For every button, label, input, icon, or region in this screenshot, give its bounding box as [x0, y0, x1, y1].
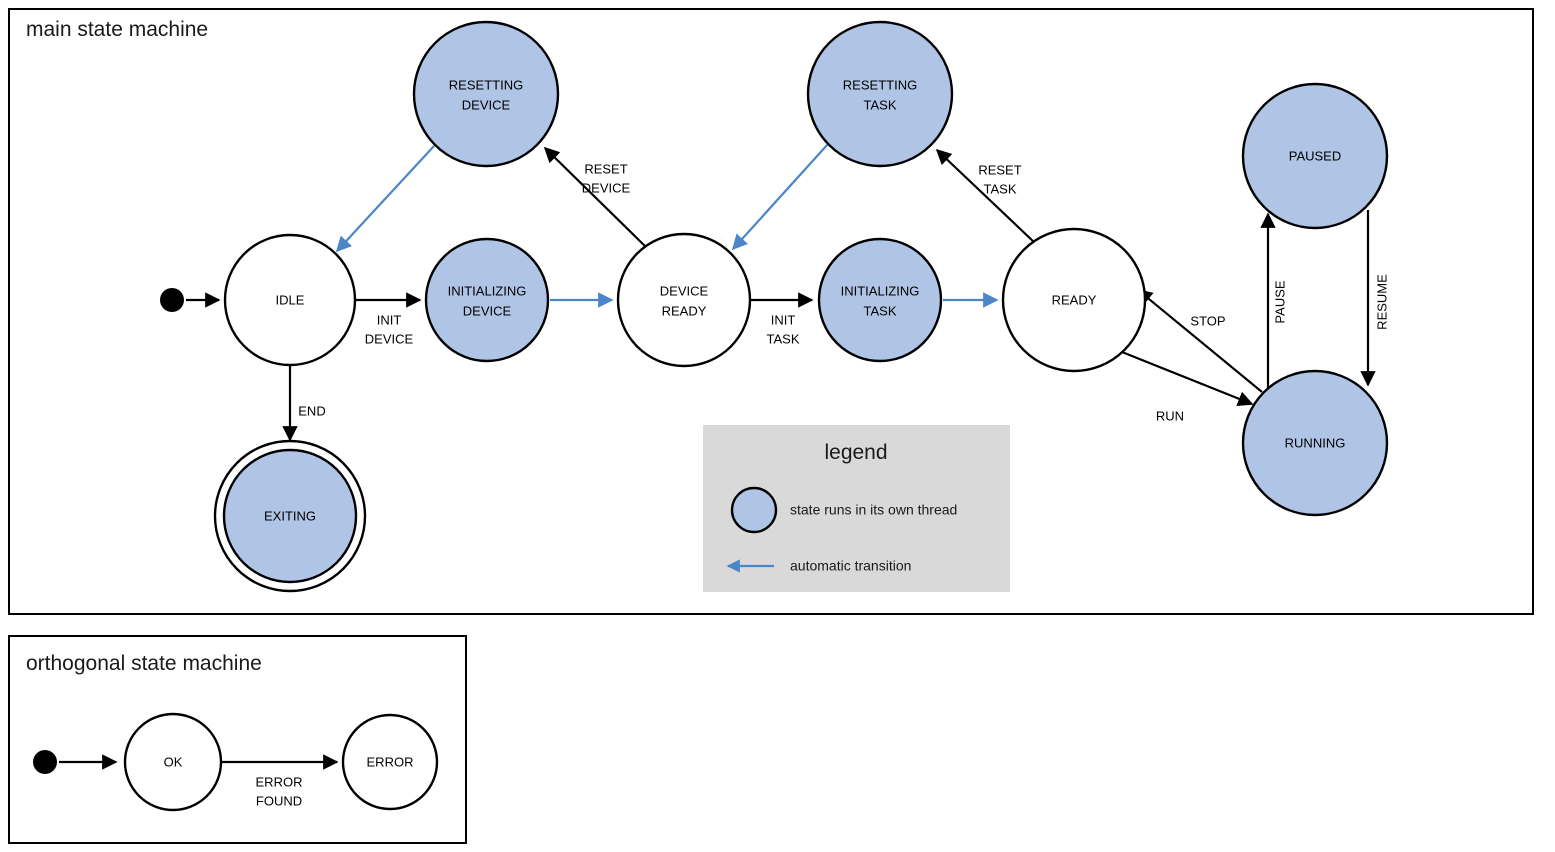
state-circle-ok[interactable] — [123, 712, 223, 812]
state-ok[interactable]: OK — [123, 712, 223, 812]
main-state-machine-region: main state machine INIT DEVICE RESET DEV… — [8, 8, 1534, 615]
edge-label-stop: STOP — [1190, 313, 1225, 328]
start-marker-main — [160, 288, 184, 312]
transition-ready-to-resetting-task: RESET TASK — [935, 148, 1036, 244]
state-resetting-device[interactable]: RESETTING DEVICE — [412, 20, 560, 168]
legend-thread-state-circle-icon — [730, 486, 778, 534]
transition-idle-to-initializing-device: INIT DEVICE — [355, 292, 422, 346]
edge-label-init-device-line2: DEVICE — [365, 331, 414, 346]
state-circle-exiting-inner[interactable] — [222, 448, 358, 584]
state-label-resetting-task-line1: RESETTING — [843, 77, 917, 92]
transition-paused-to-running: RESUME — [1360, 210, 1389, 387]
state-exiting[interactable]: EXITING — [213, 439, 367, 593]
legend: legend state runs in its own thread auto… — [703, 425, 1010, 592]
state-resetting-task[interactable]: RESETTING TASK — [806, 20, 954, 168]
edge-resetting-device-to-idle — [335, 145, 435, 253]
state-label-resetting-task-line2: TASK — [864, 97, 897, 112]
edge-label-init-task-line1: INIT — [771, 312, 796, 327]
main-frame-title: main state machine — [26, 18, 208, 41]
edge-label-init-task-line2: TASK — [767, 331, 800, 346]
state-label-ready: READY — [1052, 292, 1097, 307]
state-initializing-device[interactable]: INITIALIZING DEVICE — [424, 237, 550, 363]
state-circle-device-ready[interactable] — [616, 232, 752, 368]
edge-label-reset-task-line2: TASK — [984, 181, 1017, 196]
state-label-ok: OK — [164, 754, 183, 769]
orthogonal-frame-title: orthogonal state machine — [26, 652, 262, 675]
state-circle-ready[interactable] — [1001, 227, 1147, 373]
state-circle-resetting-task[interactable] — [806, 20, 954, 168]
state-label-paused: PAUSED — [1289, 148, 1342, 163]
legend-item-thread-state: state runs in its own thread — [730, 486, 957, 534]
state-label-running: RUNNING — [1285, 435, 1346, 450]
edge-label-reset-device-line1: RESET — [584, 161, 627, 176]
edge-label-end: END — [298, 403, 325, 418]
start-marker-orthogonal — [33, 750, 57, 774]
edge-label-resume: RESUME — [1374, 274, 1389, 330]
edge-resetting-task-to-device-ready — [731, 143, 829, 251]
state-label-initializing-device-line1: INITIALIZING — [448, 283, 527, 298]
state-label-error: ERROR — [367, 754, 414, 769]
transition-running-to-paused: PAUSE — [1260, 212, 1287, 390]
legend-item-label-thread-state: state runs in its own thread — [790, 502, 957, 518]
edge-label-error-found-line1: ERROR — [256, 774, 303, 789]
transition-running-to-ready: STOP — [1136, 289, 1263, 393]
state-circle-initializing-device[interactable] — [424, 237, 550, 363]
transition-resetting-device-to-idle — [335, 145, 435, 253]
state-paused[interactable]: PAUSED — [1241, 82, 1389, 230]
transition-ortho-ok-to-error: ERROR FOUND — [221, 754, 339, 808]
edge-label-init-device-line1: INIT — [377, 312, 402, 327]
state-label-device-ready-line1: DEVICE — [660, 283, 709, 298]
transition-device-ready-to-initializing-task: INIT TASK — [750, 292, 814, 346]
state-label-device-ready-line2: READY — [662, 303, 707, 318]
state-circle-error[interactable] — [341, 713, 439, 811]
state-circle-resetting-device[interactable] — [412, 20, 560, 168]
edge-device-ready-to-resetting-device — [543, 146, 648, 249]
transition-idle-to-exiting: END — [282, 365, 326, 442]
transition-ready-to-running: RUN — [1121, 350, 1254, 423]
edge-label-error-found-line2: FOUND — [256, 793, 302, 808]
edge-label-pause: PAUSE — [1272, 280, 1287, 323]
transition-device-ready-to-resetting-device: RESET DEVICE — [543, 146, 648, 249]
edge-label-reset-device-line2: DEVICE — [582, 180, 631, 195]
state-device-ready[interactable]: DEVICE READY — [616, 232, 752, 368]
state-label-initializing-task-line2: TASK — [864, 303, 897, 318]
legend-item-label-automatic-transition: automatic transition — [790, 558, 911, 574]
transition-resetting-task-to-device-ready — [731, 143, 829, 251]
edge-ready-to-running — [1121, 350, 1254, 407]
state-circle-running[interactable] — [1241, 369, 1389, 517]
state-initializing-task[interactable]: INITIALIZING TASK — [817, 237, 943, 363]
edge-label-reset-task-line1: RESET — [978, 162, 1021, 177]
state-ready[interactable]: READY — [1001, 227, 1147, 373]
orthogonal-state-machine-region: orthogonal state machine ERROR FOUND OK … — [8, 635, 467, 844]
state-label-initializing-device-line2: DEVICE — [463, 303, 512, 318]
state-idle[interactable]: IDLE — [223, 233, 357, 367]
state-label-exiting: EXITING — [264, 508, 316, 523]
edge-label-run: RUN — [1156, 408, 1184, 423]
edge-running-to-ready — [1136, 289, 1263, 393]
state-label-idle: IDLE — [276, 292, 305, 307]
state-label-resetting-device-line1: RESETTING — [449, 77, 523, 92]
state-circle-paused[interactable] — [1241, 82, 1389, 230]
state-running[interactable]: RUNNING — [1241, 369, 1389, 517]
edge-ready-to-resetting-task — [935, 148, 1036, 244]
state-error[interactable]: ERROR — [341, 713, 439, 811]
legend-title: legend — [824, 441, 887, 464]
state-label-initializing-task-line1: INITIALIZING — [841, 283, 920, 298]
state-circle-idle[interactable] — [223, 233, 357, 367]
state-label-resetting-device-line2: DEVICE — [462, 97, 511, 112]
state-circle-initializing-task[interactable] — [817, 237, 943, 363]
legend-item-automatic-transition: automatic transition — [726, 558, 911, 574]
